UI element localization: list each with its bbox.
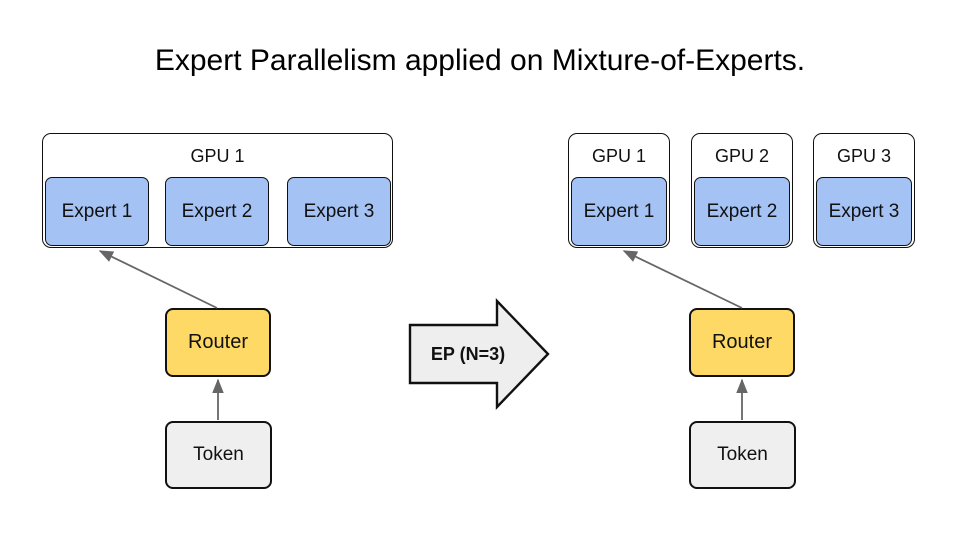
router-box-before: Router <box>165 308 271 377</box>
expert-box-after-2: Expert 2 <box>694 177 790 246</box>
expert-box-before-2: Expert 2 <box>165 177 269 246</box>
gpu-before-label: GPU 1 <box>190 145 245 166</box>
gpu-box-before: GPU 1 Expert 1 Expert 2 Expert 3 <box>42 133 393 248</box>
gpu-box-after-3: GPU 3 Expert 3 <box>813 133 915 248</box>
gpu-after-1-label: GPU 1 <box>591 145 647 166</box>
ep-transform-arrow-label: EP (N=3) <box>430 343 506 364</box>
token-box-after: Token <box>689 421 796 489</box>
gpu-after-3-label: GPU 3 <box>836 145 892 166</box>
router-box-after: Router <box>689 308 795 377</box>
gpu-after-2-label: GPU 2 <box>714 145 770 166</box>
gpu-box-after-2: GPU 2 Expert 2 <box>691 133 793 248</box>
expert-box-before-1: Expert 1 <box>45 177 149 246</box>
gpu-box-after-1: GPU 1 Expert 1 <box>568 133 670 248</box>
expert-box-after-1: Expert 1 <box>571 177 667 246</box>
token-box-before: Token <box>165 421 272 489</box>
expert-box-before-3: Expert 3 <box>287 177 391 246</box>
arrow-router-to-expert1-before <box>98 250 218 309</box>
expert-box-after-3: Expert 3 <box>816 177 912 246</box>
diagram-title: Expert Parallelism applied on Mixture-of… <box>154 44 806 77</box>
arrow-router-to-expert1-after <box>622 250 743 309</box>
